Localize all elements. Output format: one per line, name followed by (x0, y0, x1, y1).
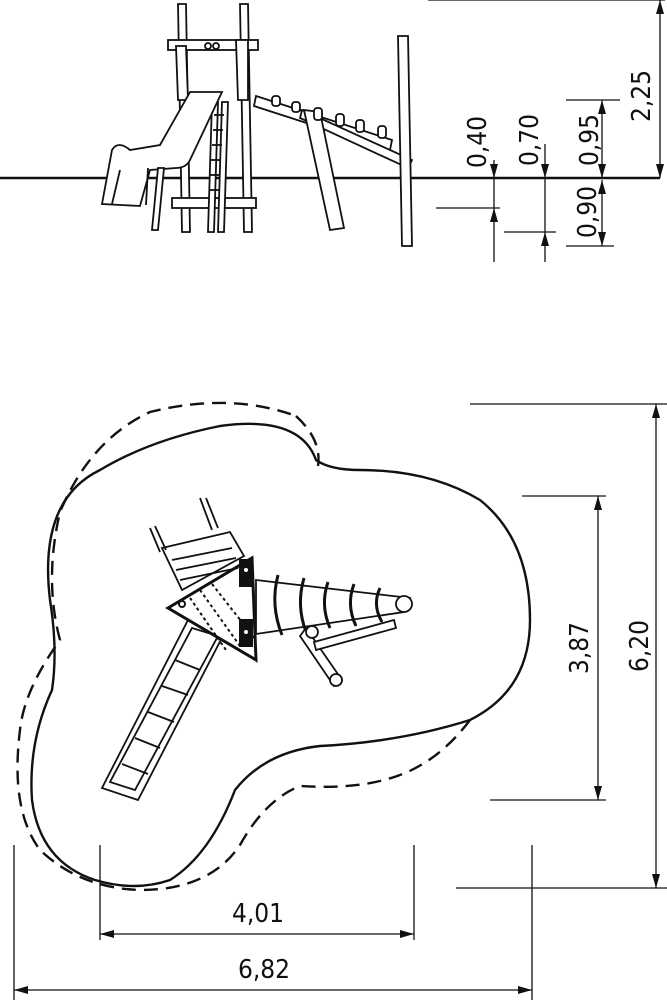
tower (167, 3, 259, 233)
side-dimension-arrows (490, 0, 664, 246)
dim-equipment-depth: 3,87 (565, 622, 595, 674)
tower-plan (165, 555, 258, 663)
plan-dimension-lines (13, 403, 667, 1000)
dim-safety-zone-width: 6,82 (238, 955, 290, 985)
roof-plan (149, 497, 246, 592)
dim-platform-height: 0,95 (575, 114, 605, 166)
dim-level-b: 0,40 (463, 116, 493, 168)
dim-safety-zone-depth: 6,20 (625, 620, 655, 672)
side-view: 2,25 0,95 0,70 0,40 0,90 (0, 0, 665, 262)
dim-foundation-depth: 0,90 (573, 186, 603, 238)
climbing-ladder-plan (255, 574, 413, 688)
dim-total-height: 2,25 (627, 70, 657, 122)
climbing-ladder-side (252, 35, 414, 247)
safety-zone-outline (30, 422, 532, 888)
safety-zone-dashed-outline (16, 401, 471, 892)
plan-dimension-arrows (14, 404, 660, 994)
dim-level-a: 0,70 (515, 114, 545, 166)
slide-plan (100, 618, 228, 802)
plan-view: 6,20 3,87 4,01 6,82 (13, 401, 667, 1000)
dim-equipment-width: 4,01 (232, 899, 284, 929)
slide-side (100, 91, 224, 231)
